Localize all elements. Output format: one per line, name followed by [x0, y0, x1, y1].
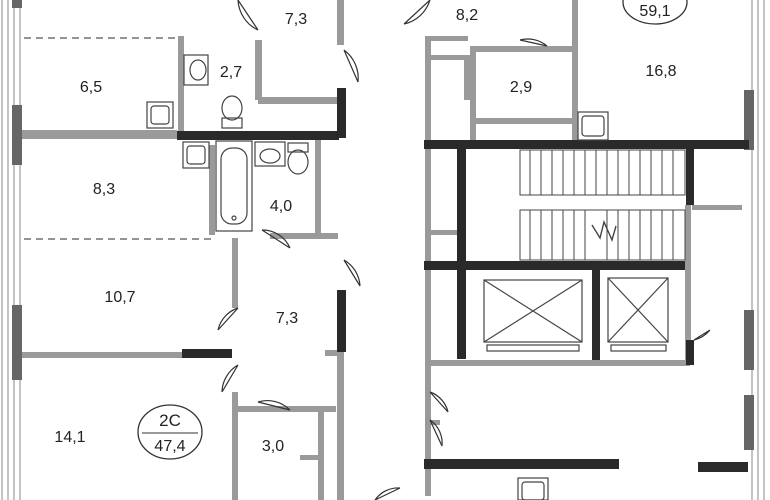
left-facade-pier: [12, 305, 22, 380]
room-area-label: 7,3: [276, 310, 298, 327]
left-facade-pier: [12, 0, 22, 8]
room-area-label: 4,0: [270, 198, 292, 215]
room-area-label: 8,3: [93, 181, 115, 198]
room-area-label: 7,3: [285, 11, 307, 28]
zone-dividers: [24, 37, 212, 240]
room-area-label: 10,7: [104, 289, 135, 306]
unit-badge: 59,1: [622, 0, 688, 25]
doors: [217, 0, 711, 500]
partition-walls: [22, 0, 742, 500]
room-labels: 7,3 6,5 2,7 8,3 4,0 10,7 7,3 14,1 3,0 8,…: [54, 7, 676, 455]
room-area-label: 6,5: [80, 79, 102, 96]
room-area-label: 3,0: [262, 438, 284, 455]
right-facade-pier: [744, 90, 754, 150]
room-area-label: 2,7: [220, 64, 242, 81]
right-facade-pier: [744, 310, 754, 370]
bearing-walls: [177, 88, 749, 472]
bathtub: [215, 140, 253, 232]
staircase: [519, 149, 686, 261]
toilets: [221, 95, 309, 175]
room-area-label: 16,8: [645, 63, 676, 80]
room-area-label: 2,9: [510, 79, 532, 96]
unit-badge: 2С 47,4: [137, 404, 203, 460]
left-facade-pier: [12, 105, 22, 165]
unit-code: 2С: [159, 411, 181, 430]
unit-total-area: 59,1: [639, 3, 670, 20]
left-facade-windows: [1, 0, 21, 500]
right-facade-pier: [744, 395, 754, 450]
sinks: [146, 54, 609, 500]
elevator-shafts: [483, 277, 669, 352]
room-area-label: 8,2: [456, 7, 478, 24]
room-area-label: 14,1: [54, 429, 85, 446]
unit-total-area: 47,4: [154, 438, 185, 455]
